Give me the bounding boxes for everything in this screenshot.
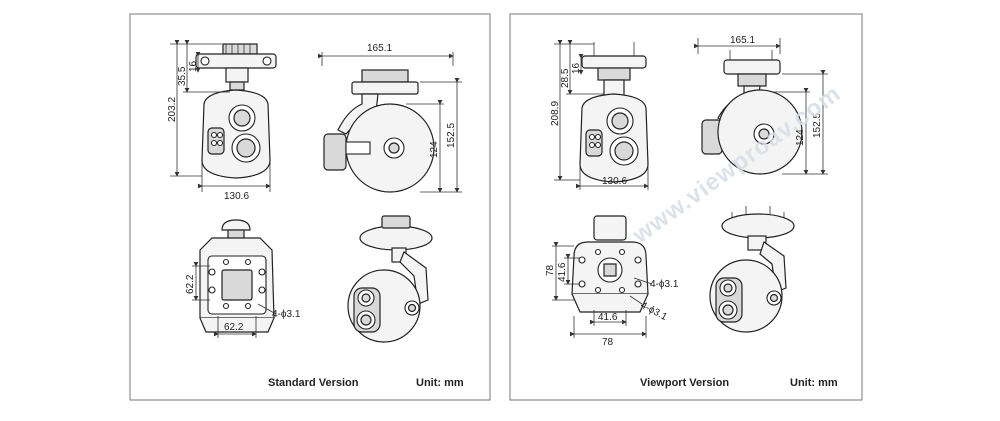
standard-side-outer: 152.5 (446, 123, 457, 148)
viewport-back-dims: 78 41.6 41.6 78 4-ϕ3.1 4-ϕ3.1 (545, 242, 679, 348)
standard-side-inner: 124 (429, 141, 440, 158)
standard-perspective-view (347, 215, 433, 343)
standard-side-view (323, 69, 435, 193)
standard-back-width: 62.2 (224, 322, 244, 333)
standard-back-height: 62.2 (185, 274, 196, 294)
viewport-unit: Unit: mm (790, 377, 838, 389)
viewport-body-width: 130.6 (602, 176, 627, 187)
viewport-top-width: 165.1 (730, 35, 755, 46)
viewport-back-width-outer: 78 (602, 337, 614, 348)
viewport-front-dims: 208.9 28.5 16 130.6 (550, 40, 649, 190)
viewport-back-height-outer: 78 (545, 264, 556, 276)
viewport-back-view (571, 215, 649, 313)
viewport-hole-note-a: 4-ϕ3.1 (650, 279, 679, 290)
standard-back-view (199, 219, 275, 333)
viewport-plate-height: 16 (571, 62, 582, 74)
viewport-side-view (701, 50, 803, 175)
standard-back-dims: 62.2 62.2 4-ϕ3.1 (185, 262, 301, 338)
standard-unit: Unit: mm (416, 377, 464, 389)
standard-top-width: 165.1 (367, 43, 392, 54)
viewport-side-dims: 165.1 124 152.5 (694, 35, 828, 175)
viewport-back-height-inner: 41.6 (557, 262, 568, 282)
viewport-side-inner: 124 (795, 129, 806, 146)
standard-mount-height: 35.5 (177, 66, 188, 86)
viewport-perspective-view (709, 206, 795, 333)
standard-front-view (195, 43, 277, 179)
standard-front-dims: 203.2 35.5 16 130.6 (167, 40, 271, 202)
viewport-side-outer: 152.5 (812, 113, 823, 138)
standard-plate-height: 16 (188, 60, 199, 72)
viewport-mount-height: 28.5 (560, 68, 571, 88)
viewport-back-width-inner: 41.6 (598, 312, 618, 323)
standard-hole-note: 4-ϕ3.1 (272, 309, 301, 320)
viewport-front-view (579, 42, 649, 183)
standard-overall-height: 203.2 (167, 97, 178, 122)
standard-side-dims: 165.1 124 152.5 (318, 43, 462, 193)
standard-body-width: 130.6 (224, 191, 249, 202)
standard-caption: Standard Version (268, 377, 359, 389)
viewport-overall-height: 208.9 (550, 101, 561, 126)
viewport-caption: Viewport Version (640, 377, 729, 389)
standard-panel (129, 13, 491, 401)
